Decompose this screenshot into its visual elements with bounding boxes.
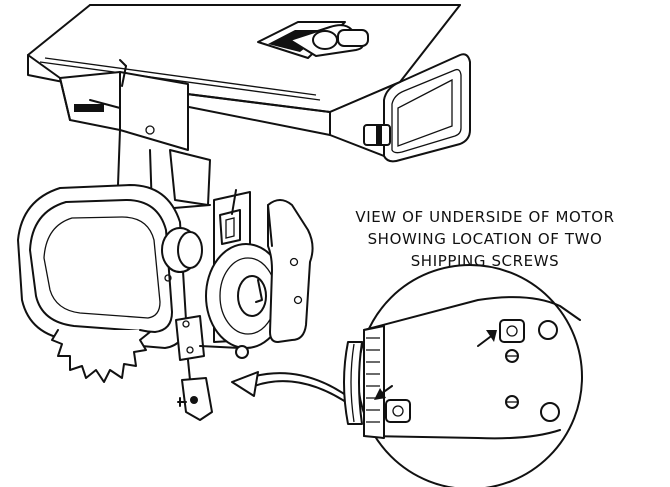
yoke [117,129,211,211]
caption-line-3: SHIPPING SCREWS [410,252,560,270]
arm-handle [257,21,369,59]
caption-line-1: VIEW OF UNDERSIDE OF MOTOR [355,208,615,226]
blade-guard [17,184,203,349]
arm-lock-knob [363,124,391,146]
pointer-arrow [231,371,353,407]
carriage [59,59,189,151]
caption-line-2: SHOWING LOCATION OF TWO [367,230,603,248]
shipping-screws-caption: VIEW OF UNDERSIDE OF MOTOR SHOWING LOCAT… [300,206,670,272]
saw-blade [51,329,151,383]
anti-kickback-assembly [175,315,249,421]
underside-detail-inset [343,264,583,487]
motor [205,189,314,349]
